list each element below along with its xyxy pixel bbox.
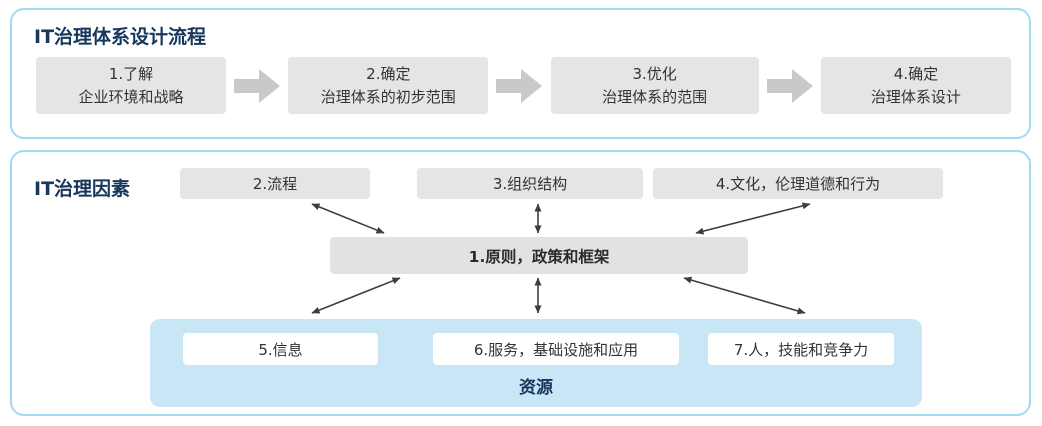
- resources-label: 资源: [519, 378, 553, 398]
- arrow-center-to-culture: [695, 202, 811, 235]
- flow-step-1-line1: 1.了解: [108, 65, 154, 83]
- flow-step-3: 3.优化 治理体系的范围: [550, 57, 759, 114]
- right-block-arrow-icon: [496, 68, 543, 103]
- flow-step-2: 2.确定 治理体系的初步范围: [288, 57, 489, 114]
- flow-panel: IT治理体系设计流程 1.了解 企业环境和战略 2.确定 治理体系的初步范围 3…: [10, 8, 1031, 139]
- factor-culture-ethics: 4.文化，伦理道德和行为: [653, 168, 943, 199]
- flow-step-4-line2: 治理体系设计: [870, 87, 961, 106]
- factor-org-structure: 3.组织结构: [417, 168, 643, 199]
- factors-panel: IT治理因素 2.流程 3.组织结构 4.文化，伦理道德和行为 1.原则，政策和…: [10, 150, 1031, 416]
- flow-step-4: 4.确定 治理体系设计: [820, 57, 1011, 114]
- flow-step-1-line2: 企业环境和战略: [78, 87, 184, 106]
- resource-services-infrastructure: 6.服务，基础设施和应用: [433, 333, 679, 365]
- flow-step-4-line1: 4.确定: [893, 65, 939, 83]
- resources-container: 5.信息 6.服务，基础设施和应用 7.人，技能和竞争力 资源: [150, 319, 922, 407]
- right-block-arrow-icon: [234, 68, 281, 103]
- flow-step-3-line2: 治理体系的范围: [602, 87, 708, 106]
- flow-step-1: 1.了解 企业环境和战略: [36, 57, 226, 114]
- flow-steps-row: 1.了解 企业环境和战略 2.确定 治理体系的初步范围 3.优化 治理体系的范围: [36, 57, 1011, 114]
- flow-step-2-line1: 2.确定: [366, 65, 411, 83]
- flow-step-3-line1: 3.优化: [632, 65, 677, 83]
- arrow-center-to-process: [311, 203, 385, 234]
- arrow-center-to-info: [311, 277, 401, 314]
- resource-people-skills: 7.人，技能和竞争力: [708, 333, 894, 365]
- right-block-arrow-icon: [766, 68, 813, 103]
- arrow-center-to-people: [683, 276, 806, 315]
- flow-panel-title: IT治理体系设计流程: [34, 26, 207, 48]
- factor-principles-center: 1.原则，政策和框架: [330, 237, 748, 274]
- resource-information: 5.信息: [183, 333, 378, 365]
- factor-process: 2.流程: [180, 168, 370, 199]
- factors-panel-title: IT治理因素: [34, 178, 131, 200]
- flow-step-2-line2: 治理体系的初步范围: [320, 87, 456, 106]
